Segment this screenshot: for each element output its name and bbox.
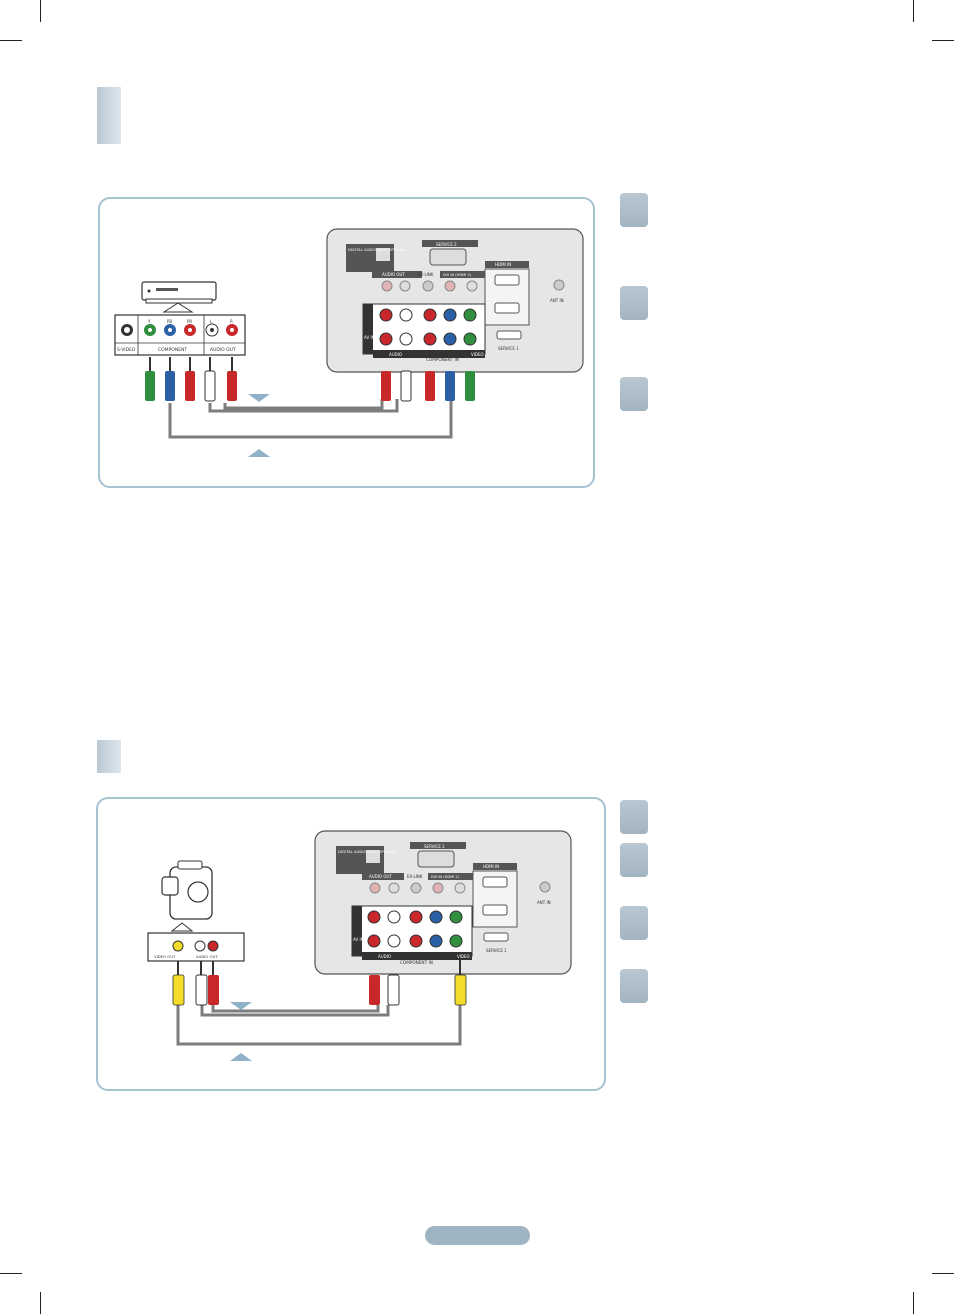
jack-label-r: R [230,319,233,324]
ant-in-label: ANT IN [550,298,564,303]
dvd-jack-panel: S-VIDEO COMPONENT AUDIO OUT Y PB PR L R [114,314,246,356]
video-label: VIDEO [471,352,484,357]
ex-link-label: EX-LINK [418,272,434,277]
service2-label: SERVICE 2 [436,242,457,247]
audio-label: AUDIO [389,352,402,357]
av-in-label-b: AV IN [353,937,364,942]
step-box-3 [620,377,648,411]
section-marker-top [97,87,121,144]
plug-set-camcorder [172,961,219,1006]
plug-set-tv-bottom [369,959,467,1006]
jack-label-pr: PR [187,319,192,324]
crop-mark [0,1273,22,1274]
arrow-up-icon-b [230,1053,252,1061]
jack-label-pb: PB [167,319,172,324]
section-marker-bottom [97,740,121,773]
step-box-2 [620,286,648,320]
video-label-b: VIDEO [457,954,470,959]
diagram-svg: S-VIDEO COMPONENT AUDIO OUT Y PB PR L R … [114,228,584,457]
crop-mark [932,1273,954,1274]
crop-mark [932,40,954,41]
ex-link-label-b: EX-LINK [407,874,423,879]
digital-audio-label-b: DIGITAL AUDIO OUT (OPTICAL) [338,849,397,854]
digital-audio-label: DIGITAL AUDIO OUT (OPTICAL) [348,247,407,252]
service2-label-b: SERVICE 2 [424,844,445,849]
camcorder-icon [161,860,213,932]
audio-out-cam-label: AUDIO OUT [196,954,218,959]
arrow-up-icon [248,449,270,457]
crop-mark [40,1292,41,1314]
step-box-b1 [620,800,648,834]
audio-label-b: AUDIO [378,954,391,959]
arrow-down-icon [248,394,270,402]
jack-label-y: Y [147,319,151,324]
video-out-label: VIDEO OUT [154,954,176,959]
component-in-label: COMPONENT IN [426,357,459,362]
hdmi-in-label: HDMI IN [495,262,511,267]
page-number-pill [425,1226,530,1245]
component-connection-diagram: S-VIDEO COMPONENT AUDIO OUT Y PB PR L R … [98,197,595,488]
service1-label-b: SERVICE 1 [486,948,507,953]
service1-label: SERVICE 1 [498,346,519,351]
dvi-in-label-b: DVI IN (HDMI 2) [431,875,460,879]
crop-mark [0,40,22,41]
component-label: COMPONENT [158,347,187,353]
diagram-svg-bottom: VIDEO OUT AUDIO OUT DIGITAL AUDIO OUT (O… [147,830,572,1061]
cable-harness-bottom [176,1005,462,1046]
plug-set-device [145,357,237,402]
av-connection-diagram: VIDEO OUT AUDIO OUT DIGITAL AUDIO OUT (O… [96,797,606,1091]
step-box-b3 [620,906,648,940]
audio-out-label: AUDIO OUT [210,347,236,353]
av-in-label: AV IN [364,335,375,340]
ant-in-label-b: ANT IN [537,900,551,905]
step-box-b4 [620,969,648,1003]
step-box-b2 [620,843,648,877]
dvi-in-label: DVI IN (HDMI 2) [443,273,472,277]
audio-out-tv-label: AUDIO OUT [382,272,405,277]
dvd-player-icon [141,281,217,313]
crop-mark [913,1292,914,1314]
step-box-1 [620,193,648,227]
jack-label-l: L [210,319,213,324]
hdmi-in-label-b: HDMI IN [483,864,499,869]
audio-out-tv-label-b: AUDIO OUT [369,874,392,879]
arrow-down-icon-b [230,1002,252,1010]
plug-set-tv [381,370,475,402]
crop-mark [40,0,41,22]
tv-back-panel-bottom: DIGITAL AUDIO OUT (OPTICAL) SERVICE 2 AU… [314,830,572,975]
camcorder-jack-panel: VIDEO OUT AUDIO OUT [147,932,245,962]
svideo-label: S-VIDEO [117,347,136,353]
component-in-label-b: COMPONENT IN [400,960,433,965]
crop-mark [913,0,914,22]
cable-harness [168,399,453,439]
tv-back-panel: DIGITAL AUDIO OUT (OPTICAL) SERVICE 2 AU… [326,228,584,373]
